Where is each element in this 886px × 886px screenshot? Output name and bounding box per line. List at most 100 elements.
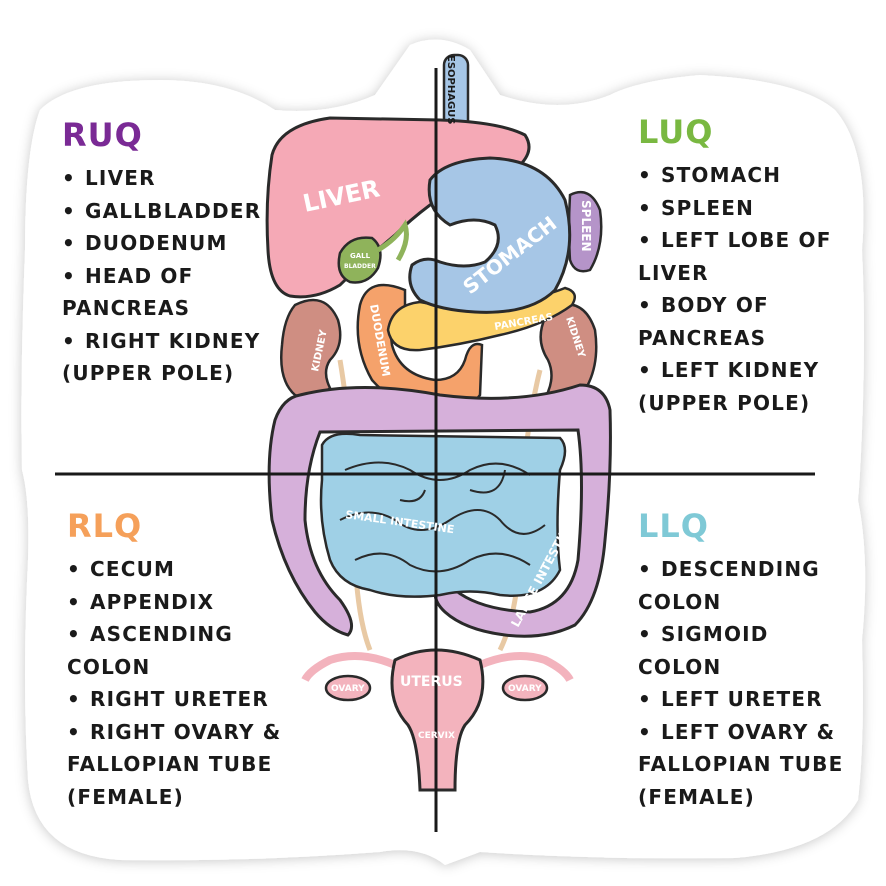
ruq-item-text: HEAD OF — [84, 263, 194, 288]
rlq-list-item: COLON — [67, 651, 282, 684]
stomach — [408, 156, 572, 314]
rlq-item-text: ASCENDING — [89, 622, 233, 646]
llq-item-text: SIGMOID COLON — [638, 622, 769, 679]
rlq-list-item: •RIGHT OVARY & — [67, 716, 282, 749]
rlq-title: RLQ — [67, 507, 143, 545]
bullet-icon: • — [638, 358, 652, 382]
bullet-icon: • — [67, 557, 81, 581]
ruq-list-item: (UPPER POLE) — [62, 357, 277, 390]
ruq-list-item: •RIGHT KIDNEY — [62, 325, 277, 358]
luq-list-item: • LEFT LOBE OF — [638, 224, 848, 257]
luq-list-item: •STOMACH — [638, 159, 848, 192]
rlq-item-text: RIGHT OVARY & — [89, 719, 282, 744]
bullet-icon: • — [67, 589, 81, 614]
cervix-label: CERVIX — [418, 731, 455, 741]
rlq-item-text: FALLOPIAN TUBE — [67, 752, 273, 776]
luq-item-text: SPLEEN — [660, 195, 755, 220]
esophagus-label: ESOPHAGUS — [445, 55, 456, 125]
luq-item-text: LIVER — [638, 260, 709, 285]
spleen-label: SPLEEN — [579, 200, 593, 252]
ruq-list-item: • HEAD OF — [62, 260, 277, 293]
ruq-item-text: GALLBLADDER — [84, 198, 262, 223]
rlq-item-text: CECUM — [89, 557, 176, 581]
right-ovary-label: OVARY — [331, 684, 365, 694]
bullet-icon: • — [62, 166, 76, 190]
ruq-item-text: PANCREAS — [62, 296, 191, 320]
bullet-icon: • — [62, 263, 76, 288]
rlq-list-item: (FEMALE) — [67, 781, 282, 814]
gallbladder-label-2: BLADDER — [344, 263, 376, 270]
bullet-icon: • — [638, 293, 652, 317]
bullet-icon: • — [638, 163, 652, 187]
luq-list-item: (UPPER POLE) — [638, 387, 848, 420]
luq-list-item: • BODY OF — [638, 289, 848, 322]
llq-item-text: LEFT URETER — [660, 687, 823, 711]
right-ovary — [324, 674, 372, 702]
luq-list-item: • SPLEEN — [638, 192, 848, 225]
ruq-list-item: • GALLBLADDER — [62, 195, 277, 228]
llq-list-item: • LEFT OVARY & — [638, 716, 853, 749]
rlq-item-text: APPENDIX — [89, 589, 215, 614]
bullet-icon: • — [638, 228, 652, 252]
llq-title: LLQ — [638, 507, 709, 545]
llq-item-text: (FEMALE) — [638, 784, 755, 809]
luq-list-item: • LEFT KIDNEY — [638, 354, 848, 387]
llq-item-text: COLON — [638, 589, 722, 614]
llq-list-item: • DESCENDING — [638, 553, 853, 586]
ruq-item-text: (UPPER POLE) — [62, 361, 235, 385]
llq-list-item: • LEFT URETER — [638, 683, 853, 716]
small-intestine-loops — [339, 461, 546, 573]
luq-list-item: PANCREAS — [638, 322, 848, 355]
rlq-list: • CECUM • APPENDIX • ASCENDING COLON • RIGHT URE… — [67, 553, 282, 813]
bullet-icon: • — [638, 557, 652, 581]
rlq-list-item: • APPENDIX — [67, 586, 282, 619]
luq-item-text: LEFT LOBE OF — [660, 228, 832, 252]
bullet-icon: • — [62, 231, 76, 255]
rlq-list-item: FALLOPIAN TUBE — [67, 748, 282, 781]
luq-list-item: LIVER — [638, 257, 848, 290]
gallbladder-label-1: GALL — [350, 252, 371, 260]
luq-item-text: (UPPER POLE) — [638, 390, 811, 415]
luq-item-text: LEFT KIDNEY — [660, 358, 820, 382]
llq-item-text: DESCENDING — [660, 557, 820, 581]
llq-item-text: LEFT OVARY & — [660, 719, 836, 744]
luq-item-text: BODY OF — [660, 293, 769, 317]
bullet-icon: • — [67, 622, 81, 646]
llq-list-item: FALLOPIAN TUBE — [638, 748, 853, 781]
bullet-icon: • — [67, 687, 81, 711]
ruq-list-item: PANCREAS — [62, 292, 277, 325]
bullet-icon: • — [638, 687, 652, 711]
llq-item-text: FALLOPIAN TUBE — [638, 752, 844, 776]
ruq-item-text: RIGHT KIDNEY — [84, 328, 261, 353]
bullet-icon: • — [62, 198, 76, 223]
llq-list-item: COLON — [638, 586, 853, 619]
bile-duct — [376, 219, 409, 262]
rlq-item-text: (FEMALE) — [67, 784, 184, 809]
bullet-icon: • — [638, 719, 652, 744]
luq-item-text: PANCREAS — [638, 325, 767, 350]
rlq-item-text: RIGHT URETER — [89, 687, 269, 711]
ruq-list-item: •DUODENUM — [62, 227, 277, 260]
llq-list-item: •SIGMOID COLON — [638, 618, 853, 683]
left-ovary — [501, 674, 549, 702]
bullet-icon: • — [638, 622, 652, 646]
ruq-item-text: LIVER — [84, 166, 156, 190]
bullet-icon: • — [638, 195, 652, 220]
fallopian-tubes — [301, 652, 574, 683]
rlq-item-text: COLON — [67, 654, 151, 679]
rlq-list-item: • ASCENDING — [67, 618, 282, 651]
rlq-list-item: • RIGHT URETER — [67, 683, 282, 716]
duodenum — [356, 283, 484, 412]
rlq-list-item: • CECUM — [67, 553, 282, 586]
ruq-title: RUQ — [62, 116, 143, 154]
right-kidney — [280, 298, 342, 400]
